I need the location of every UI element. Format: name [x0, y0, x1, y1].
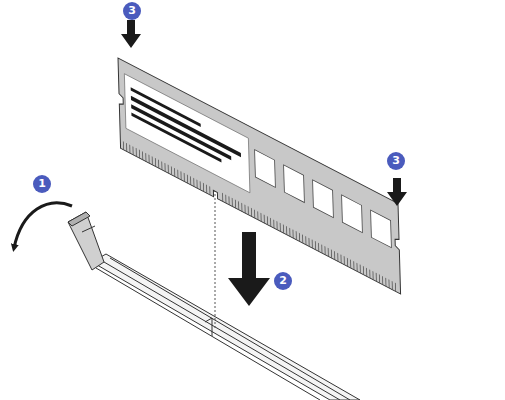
alignment-line	[215, 190, 216, 330]
callout-number: 1	[33, 175, 51, 193]
open-arrow	[14, 203, 72, 248]
memory-module	[118, 58, 401, 294]
callout-number: 3	[123, 2, 141, 20]
insert-arrow	[228, 232, 270, 306]
callout-number: 3	[387, 152, 405, 170]
memory-slot	[92, 254, 360, 400]
callout-number: 2	[274, 272, 292, 290]
press-arrows	[121, 20, 407, 206]
retaining-clip	[68, 212, 104, 270]
